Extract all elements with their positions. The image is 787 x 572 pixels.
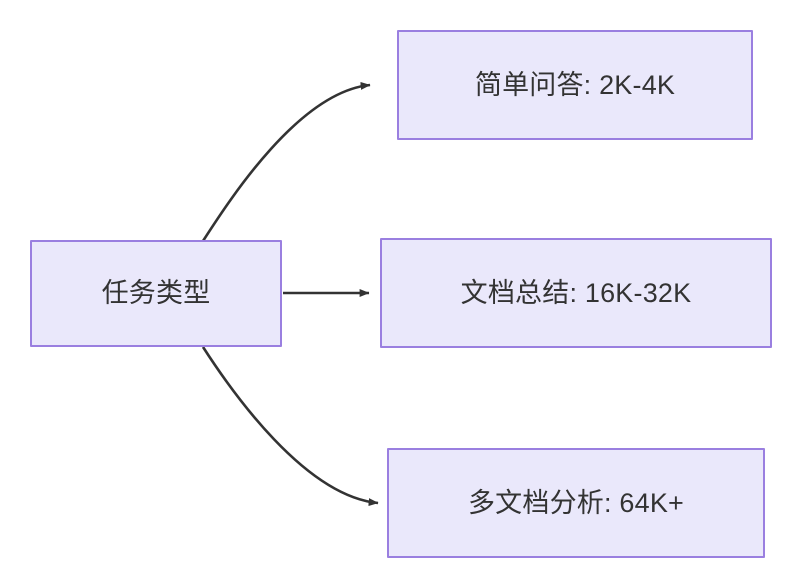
node-simple-qa-label: 简单问答: 2K-4K — [474, 69, 676, 100]
node-doc-summary-label: 文档总结: 16K-32K — [460, 277, 692, 308]
edge-to-multi-doc — [201, 346, 379, 507]
node-doc-summary[interactable]: 文档总结: 16K-32K — [380, 238, 772, 348]
node-task-type[interactable]: 任务类型 — [30, 240, 282, 347]
node-task-type-label: 任务类型 — [101, 278, 211, 309]
node-multi-doc-label: 多文档分析: 64K+ — [467, 487, 684, 518]
edge-to-simple-qa — [201, 81, 371, 242]
node-multi-doc[interactable]: 多文档分析: 64K+ — [387, 448, 765, 558]
node-simple-qa[interactable]: 简单问答: 2K-4K — [397, 30, 753, 140]
